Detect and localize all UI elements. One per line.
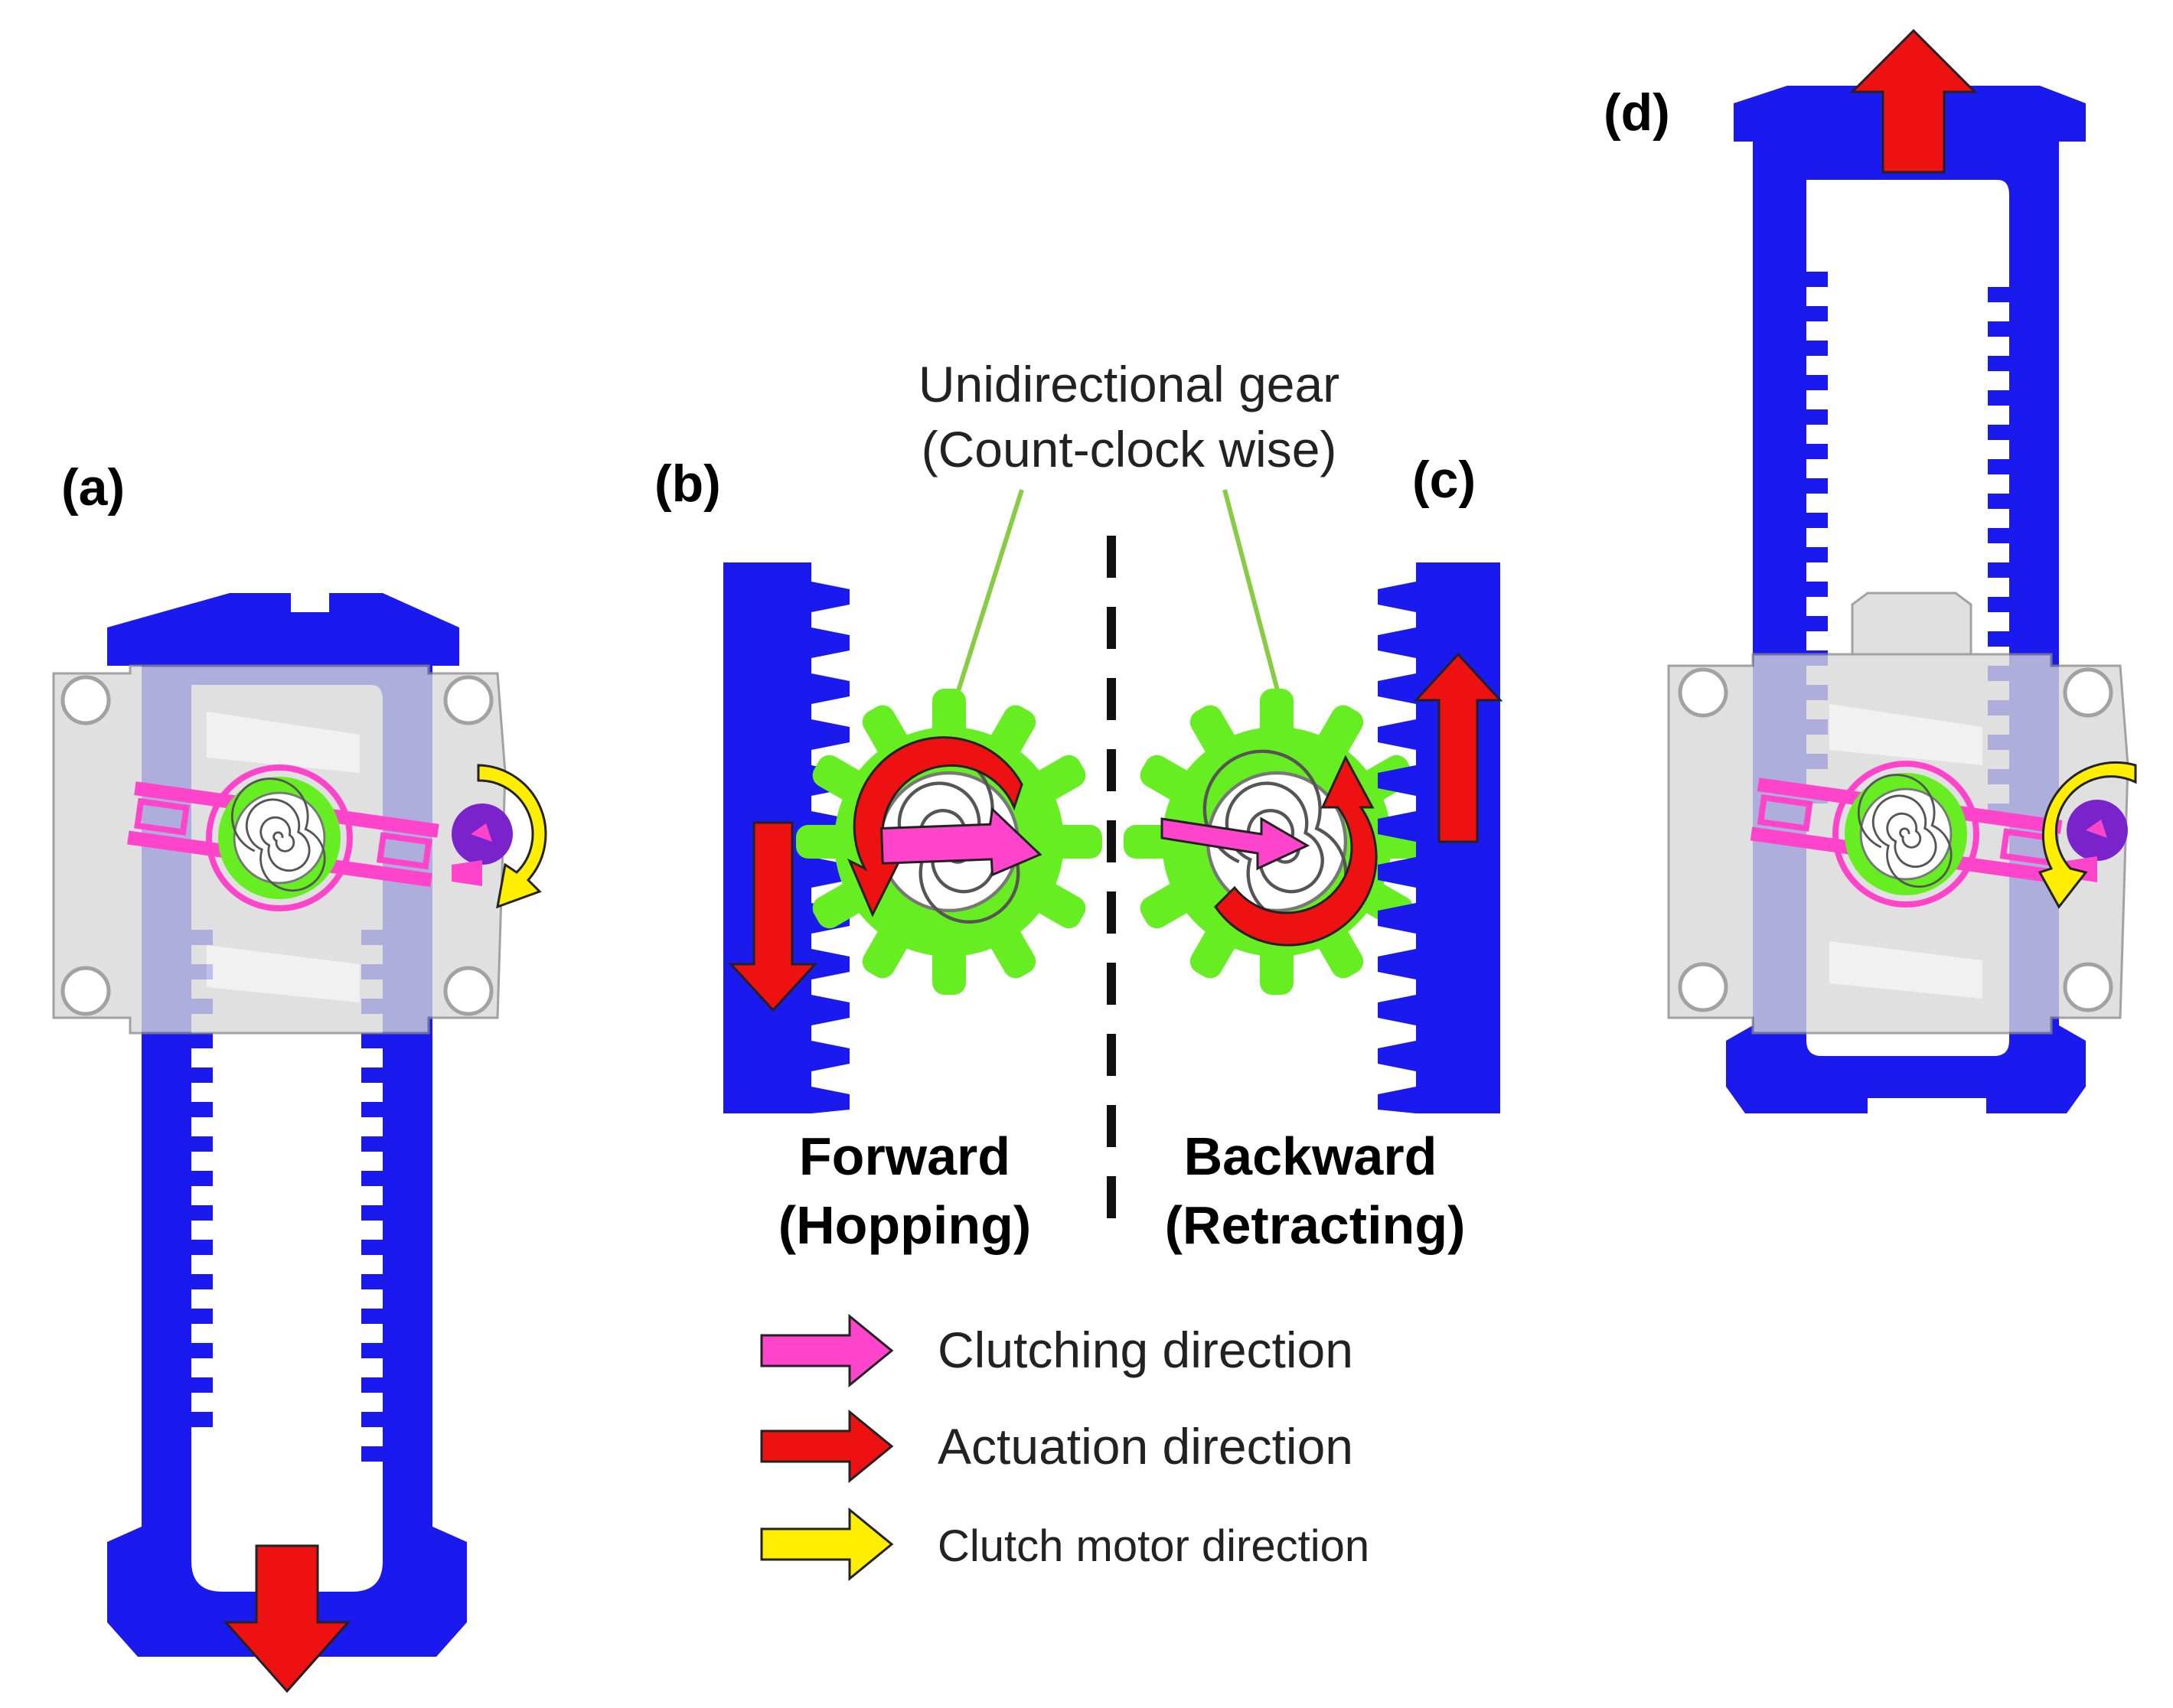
panel-a-label: (a)	[61, 458, 125, 517]
leader-line-b	[951, 489, 1024, 709]
motor-direction-arrow-d	[2038, 761, 2137, 909]
caption-b-line1: Forward	[799, 1126, 1010, 1186]
legend-item-motor: Clutch motor direction	[760, 1507, 1369, 1582]
magenta-arrow-icon	[760, 1313, 894, 1388]
panel-b-label: (b)	[654, 455, 721, 513]
clutch-assembly-a	[127, 764, 513, 911]
actuation-arrow-c	[1413, 652, 1503, 843]
red-arrow-icon	[760, 1409, 894, 1484]
legend-item-actuation: Actuation direction	[760, 1409, 1353, 1484]
legend: Clutching direction Actuation direction …	[760, 1313, 1369, 1582]
gear-b	[796, 689, 1102, 995]
leader-line-c	[1222, 489, 1284, 709]
actuation-arrow-a	[223, 1544, 351, 1693]
panel-a: (a)	[52, 458, 547, 1693]
caption-c-line2: (Retracting)	[1165, 1195, 1466, 1255]
caption-c-line1: Backward	[1184, 1126, 1437, 1186]
rack-c	[1378, 562, 1503, 1113]
legend-label-clutching: Clutching direction	[938, 1322, 1353, 1378]
caption-b-line2: (Hopping)	[778, 1195, 1031, 1255]
panel-d-label: (d)	[1604, 83, 1670, 142]
panel-bc: (b) (c) Unidirectional gear (Count-clock…	[654, 356, 1503, 1255]
legend-item-clutching: Clutching direction	[760, 1313, 1353, 1388]
rack-b	[723, 562, 850, 1113]
actuation-arrow-b	[728, 821, 818, 1012]
motor-direction-arrow-a	[477, 764, 547, 909]
panel-d: (d)	[1604, 28, 2137, 1113]
yellow-arrow-icon	[760, 1507, 894, 1582]
panel-c-label: (c)	[1412, 451, 1476, 509]
legend-label-motor: Clutch motor direction	[938, 1521, 1369, 1571]
actuation-arrow-d	[1849, 28, 1978, 174]
legend-label-actuation: Actuation direction	[938, 1418, 1353, 1475]
gear-note-line1: Unidirectional gear	[918, 356, 1339, 412]
gear-note-line2: (Count-clock wise)	[922, 421, 1337, 478]
